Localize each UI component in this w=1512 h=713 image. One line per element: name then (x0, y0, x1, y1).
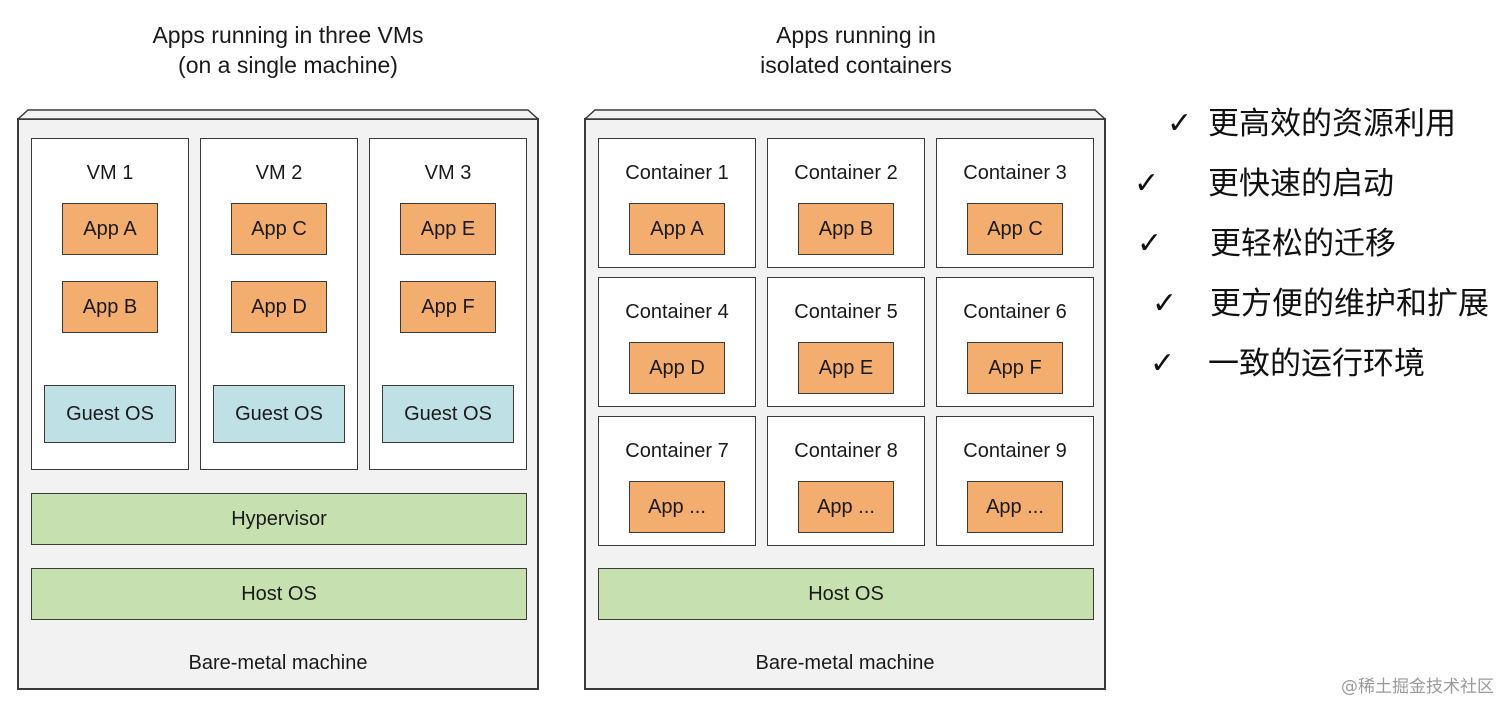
checkmark-icon: ✓ (1167, 106, 1193, 141)
container-label: Container 4 (625, 301, 729, 323)
container-box: Container 3 App C (936, 138, 1094, 268)
vm-bare-metal-machine: VM 1 App A App B Guest OS VM 2 App C App… (17, 109, 539, 690)
app-box: App C (967, 203, 1063, 255)
vm-box: VM 3 App E App F Guest OS (369, 138, 527, 470)
container-title-line1: Apps running in (776, 22, 936, 48)
vm-label: VM 2 (255, 162, 303, 184)
checkmark-icon: ✓ (1137, 226, 1163, 261)
benefit-item: 一致的运行环境 (1208, 346, 1425, 381)
benefit-item: 更高效的资源利用 (1208, 106, 1456, 141)
benefit-item: 更方便的维护和扩展 (1210, 286, 1489, 321)
container-box: Container 6 App F (936, 277, 1094, 407)
container-box: Container 2 App B (767, 138, 925, 268)
app-box: App F (967, 342, 1063, 394)
app-box: App B (62, 281, 158, 333)
container-box: Container 5 App E (767, 277, 925, 407)
container-box: Container 1 App A (598, 138, 756, 268)
container-box: Container 4 App D (598, 277, 756, 407)
app-box: App E (400, 203, 496, 255)
checkmark-icon: ✓ (1152, 286, 1178, 321)
checkmark-icon: ✓ (1134, 166, 1160, 201)
container-label: Container 3 (963, 162, 1067, 184)
container-box: Container 9 App ... (936, 416, 1094, 546)
app-box: App A (62, 203, 158, 255)
container-bare-metal-machine: Container 1 App A Container 2 App B Cont… (584, 109, 1106, 690)
guest-os-box: Guest OS (213, 385, 345, 443)
container-machine-bevel (584, 109, 1106, 120)
container-label: Container 1 (625, 162, 729, 184)
benefit-item: 更轻松的迁移 (1210, 226, 1396, 261)
app-box: App C (231, 203, 327, 255)
vm-machine-bevel (17, 109, 539, 120)
guest-os-box: Guest OS (44, 385, 176, 443)
vm-label: VM 3 (424, 162, 472, 184)
vm-label: VM 1 (86, 162, 134, 184)
container-label: Container 6 (963, 301, 1067, 323)
benefit-item: 更快速的启动 (1208, 166, 1394, 201)
host-os-layer: Host OS (31, 568, 527, 620)
app-box: App ... (629, 481, 725, 533)
container-label: Container 8 (794, 440, 898, 462)
container-title-line2: isolated containers (760, 52, 952, 78)
vm-title-line1: Apps running in three VMs (152, 22, 424, 48)
vm-diagram-title: Apps running in three VMs (on a single m… (118, 20, 458, 80)
app-box: App E (798, 342, 894, 394)
app-box: App B (798, 203, 894, 255)
app-box: App ... (798, 481, 894, 533)
machine-label: Bare-metal machine (188, 652, 368, 674)
app-box: App D (231, 281, 327, 333)
app-box: App ... (967, 481, 1063, 533)
container-label: Container 2 (794, 162, 898, 184)
host-os-layer: Host OS (598, 568, 1094, 620)
vm-box: VM 1 App A App B Guest OS (31, 138, 189, 470)
watermark: @稀土掘金技术社区 (1341, 677, 1494, 697)
app-box: App F (400, 281, 496, 333)
checkmark-icon: ✓ (1150, 346, 1176, 381)
container-box: Container 7 App ... (598, 416, 756, 546)
app-box: App D (629, 342, 725, 394)
container-label: Container 9 (963, 440, 1067, 462)
container-diagram-title: Apps running in isolated containers (686, 20, 1026, 80)
vm-box: VM 2 App C App D Guest OS (200, 138, 358, 470)
vm-title-line2: (on a single machine) (178, 52, 398, 78)
container-label: Container 7 (625, 440, 729, 462)
container-label: Container 5 (794, 301, 898, 323)
machine-label: Bare-metal machine (755, 652, 935, 674)
container-box: Container 8 App ... (767, 416, 925, 546)
hypervisor-layer: Hypervisor (31, 493, 527, 545)
guest-os-box: Guest OS (382, 385, 514, 443)
app-box: App A (629, 203, 725, 255)
